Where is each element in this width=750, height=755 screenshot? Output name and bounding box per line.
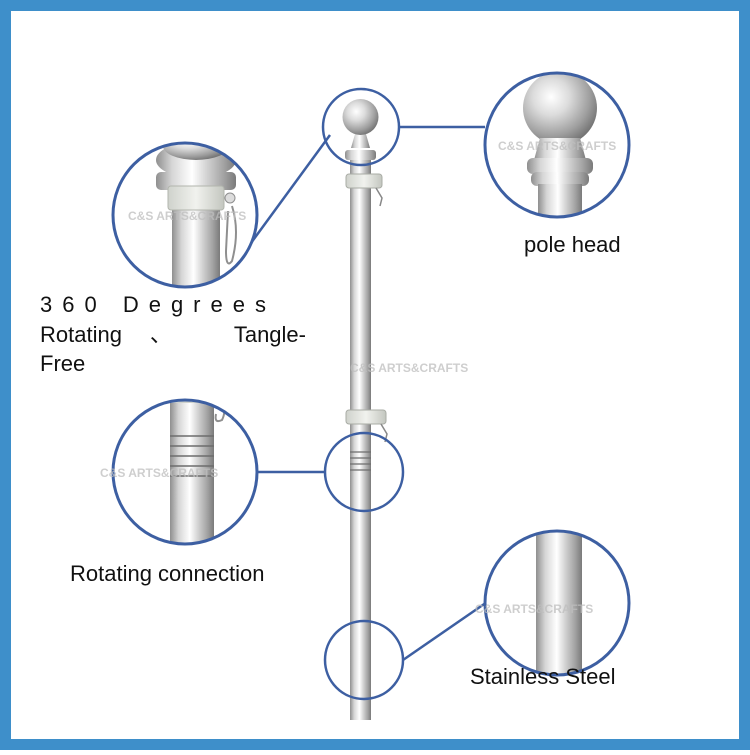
connector-lines <box>249 125 491 662</box>
detail-pole-head <box>483 71 631 219</box>
pole-top-ring <box>345 150 376 160</box>
pole-clip-top <box>345 173 383 189</box>
stainless-steel-label: Stainless Steel <box>470 664 616 689</box>
watermark-3: C&S ARTS&CRAFTS <box>350 361 468 375</box>
rotating-connection-marker <box>323 431 405 513</box>
connector-line-rotating <box>249 134 332 244</box>
pole-grooves <box>350 451 371 471</box>
rotating-label-line3: Free <box>40 351 86 377</box>
rotating-feature-label: 360 Degrees Rotating、 Tangle- Free <box>40 290 306 379</box>
rotating-label-line2: Rotating、 Tangle- <box>40 321 306 347</box>
watermark-4: C&S ARTS&CRAFTS <box>100 466 218 480</box>
watermarks: C&S ARTS&CRAFTS C&S ARTS&CRAFTS C&S ARTS… <box>100 139 616 616</box>
detail-stainless-steel <box>483 529 631 677</box>
rotating-connection-label: Rotating connection <box>70 561 265 586</box>
pole-highlight-circles <box>321 87 405 701</box>
connector-line-steel <box>402 598 491 662</box>
pole-neck <box>351 134 370 148</box>
pole-clip-mid <box>345 409 387 425</box>
stainless-steel-marker <box>323 619 405 701</box>
pole-head-marker <box>321 87 401 167</box>
pole-head-label: pole head <box>524 232 621 257</box>
watermark-1: C&S ARTS&CRAFTS <box>498 139 616 153</box>
flagpole <box>342 99 388 720</box>
detail-rotating-clip <box>111 141 259 289</box>
pole-shaft <box>350 150 371 720</box>
detail-rotating-connection <box>111 398 259 546</box>
pole-clip-top-hook <box>375 187 383 207</box>
rotating-label-line1: 360 Degrees <box>40 292 276 317</box>
watermark-5: C&S ARTS&CRAFTS <box>475 602 593 616</box>
watermark-2: C&S ARTS&CRAFTS <box>128 209 246 223</box>
pole-ball <box>342 99 379 135</box>
